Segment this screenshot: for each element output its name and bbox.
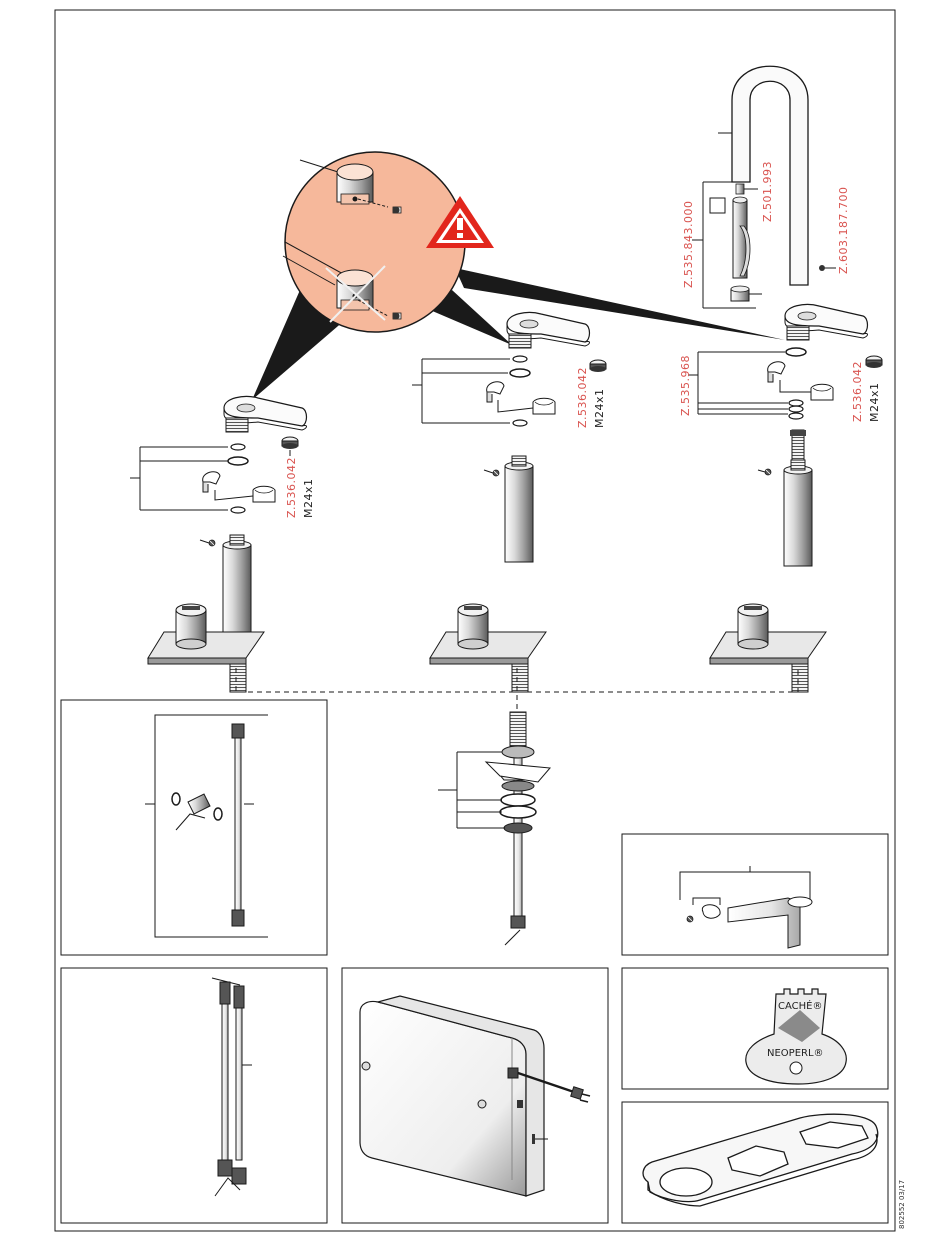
callout-wedge-right — [455, 268, 785, 340]
bracket — [688, 352, 788, 414]
warning-detail — [252, 152, 785, 400]
mounting-rod-assembly — [438, 712, 550, 945]
clip-icon — [702, 905, 720, 919]
part-right-set: Z.535.968 — [679, 355, 692, 416]
part-spout: Z.603.187.700 — [837, 186, 850, 274]
panel-control-unit — [342, 968, 608, 1223]
screw-icon — [393, 207, 402, 214]
wrench-icon — [643, 1114, 878, 1206]
panel-hose-valve — [61, 700, 327, 955]
screw-icon — [393, 313, 402, 320]
part-left-thread: M24x1 — [302, 479, 315, 519]
cartridge-square-marker — [710, 198, 725, 213]
part-aerator: Z.501.993 — [761, 161, 774, 222]
aerator-icon — [736, 184, 744, 194]
document-code: 802552 03/17 — [898, 1180, 906, 1229]
panel-double-hoses — [61, 968, 327, 1223]
panel-lever-tool — [622, 834, 888, 955]
flexible-hose-icon — [232, 724, 244, 926]
valve-icon — [172, 793, 222, 830]
part-mid-thread: M24x1 — [593, 389, 606, 429]
left-assembly: Z.536.042 M24x1 — [130, 396, 315, 692]
part-right-thread: M24x1 — [868, 383, 881, 423]
cartridge-nut-icon — [731, 286, 749, 301]
part-right-nut: Z.536.042 — [851, 361, 864, 422]
panel-aerator-key: CACHÉ® NEOPERL® — [622, 968, 888, 1089]
part-mid-nut: Z.536.042 — [576, 367, 589, 428]
key-brand-top: CACHÉ® — [778, 999, 822, 1012]
panel-wrench — [622, 1102, 888, 1223]
key-brand-bottom: NEOPERL® — [767, 1048, 824, 1059]
spout-assembly: Z.535.843.000 Z.501.993 Z.603.187.700 — [682, 66, 850, 308]
correct-knob-icon — [337, 164, 373, 204]
middle-assembly: Z.536.042 M24x1 — [412, 312, 606, 692]
cartridge-icon — [733, 197, 750, 278]
spout-screw-icon — [819, 265, 825, 271]
part-left-nut: Z.536.042 — [285, 457, 298, 518]
part-cartridge-set: Z.535.843.000 — [682, 200, 695, 288]
control-box-icon — [360, 996, 548, 1196]
right-assembly: Z.535.968 Z.536.042 M24x1 — [679, 304, 882, 692]
hose-pair-icon — [218, 982, 246, 1184]
lever-tool-icon — [728, 897, 812, 948]
